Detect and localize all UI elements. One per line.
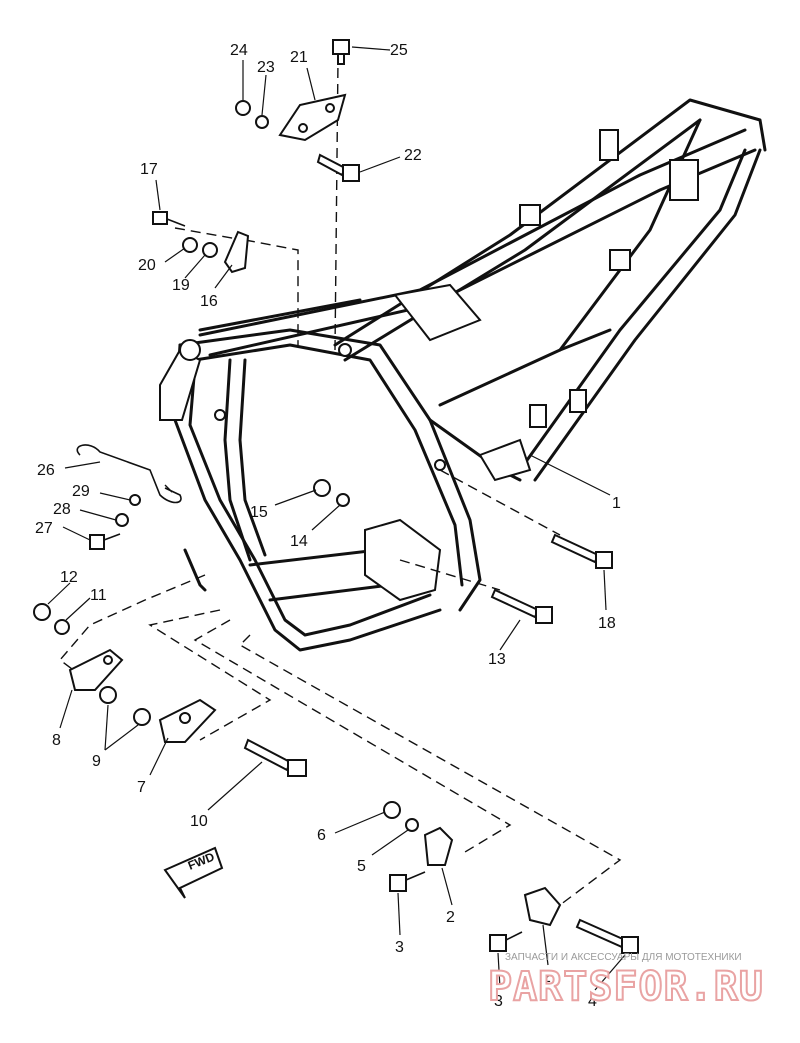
callout-22: 22 — [404, 147, 422, 164]
bolt-17 — [152, 211, 186, 227]
bolt-3b — [489, 931, 523, 952]
callout-12: 12 — [60, 569, 78, 586]
callout-26: 26 — [37, 462, 55, 479]
callout-21: 21 — [290, 49, 308, 66]
callout-25: 25 — [390, 42, 408, 59]
washer-14 — [336, 493, 350, 507]
bolt-18 — [550, 533, 613, 569]
bracket-7 — [158, 698, 217, 743]
assembly-lines — [58, 59, 622, 906]
watermark-brand: PARTSFOR.RU — [488, 964, 764, 1010]
washer-5 — [405, 818, 419, 832]
callout-13: 13 — [488, 651, 506, 668]
callout-3: 3 — [395, 939, 404, 956]
bolt-25 — [332, 39, 350, 65]
callout-10: 10 — [190, 813, 208, 830]
callout-6: 6 — [317, 827, 326, 844]
bolt-4 — [575, 918, 639, 954]
callout-7: 7 — [137, 779, 146, 796]
bolt-3a — [389, 871, 426, 892]
bolt-22 — [316, 153, 360, 182]
callout-2: 2 — [446, 909, 455, 926]
washer-15 — [313, 479, 331, 497]
washer-11 — [54, 619, 70, 635]
nut-6 — [383, 801, 401, 819]
nut-20 — [182, 237, 198, 253]
callout-5: 5 — [357, 858, 366, 875]
callout-15: 15 — [250, 504, 268, 521]
callout-18: 18 — [598, 615, 616, 632]
fwd-arrow-icon: FWD — [163, 846, 224, 899]
washer-29 — [129, 494, 141, 506]
bracket-2a — [423, 826, 454, 866]
nut-12 — [33, 603, 51, 621]
washer-28 — [115, 513, 129, 527]
wire-clip-26 — [76, 444, 182, 504]
callout-8: 8 — [52, 732, 61, 749]
bolt-27 — [89, 533, 121, 550]
callout-4: 4 — [588, 993, 597, 1010]
callout-20: 20 — [138, 257, 156, 274]
callout-9: 9 — [92, 753, 101, 770]
callout-24: 24 — [230, 42, 248, 59]
nut-9b — [133, 708, 151, 726]
washer-19 — [202, 242, 218, 258]
callout-3: 3 — [494, 993, 503, 1010]
nut-24 — [235, 100, 251, 116]
bolt-10 — [243, 738, 307, 777]
watermark-tagline: ЗАПЧАСТИ И АКСЕССУАРЫ ДЛЯ МОТОТЕХНИКИ — [505, 952, 742, 963]
bracket-21 — [278, 93, 347, 142]
callout-23: 23 — [257, 59, 275, 76]
main-frame-drawing — [159, 98, 767, 652]
bracket-16 — [223, 230, 250, 274]
callout-19: 19 — [172, 277, 190, 294]
bracket-8 — [68, 648, 124, 691]
callout-16: 16 — [200, 293, 218, 310]
callout-numbers: 1 2 2 3 3 4 5 6 7 8 9 10 11 12 13 14 15 … — [35, 42, 621, 1010]
callout-11: 11 — [90, 587, 107, 604]
callout-17: 17 — [140, 161, 158, 178]
watermark: ЗАПЧАСТИ И АКСЕССУАРЫ ДЛЯ МОТОТЕХНИКИ PA… — [487, 952, 764, 1011]
callout-27: 27 — [35, 520, 53, 537]
callout-28: 28 — [53, 501, 71, 518]
bracket-2b — [523, 886, 562, 927]
callout-14: 14 — [290, 533, 308, 550]
bolt-13 — [490, 588, 553, 624]
leader-lines — [47, 46, 626, 991]
nut-9a — [99, 686, 117, 704]
washer-23 — [255, 115, 269, 129]
callout-29: 29 — [72, 483, 90, 500]
callout-1: 1 — [612, 495, 621, 512]
callout-2: 2 — [542, 969, 551, 986]
